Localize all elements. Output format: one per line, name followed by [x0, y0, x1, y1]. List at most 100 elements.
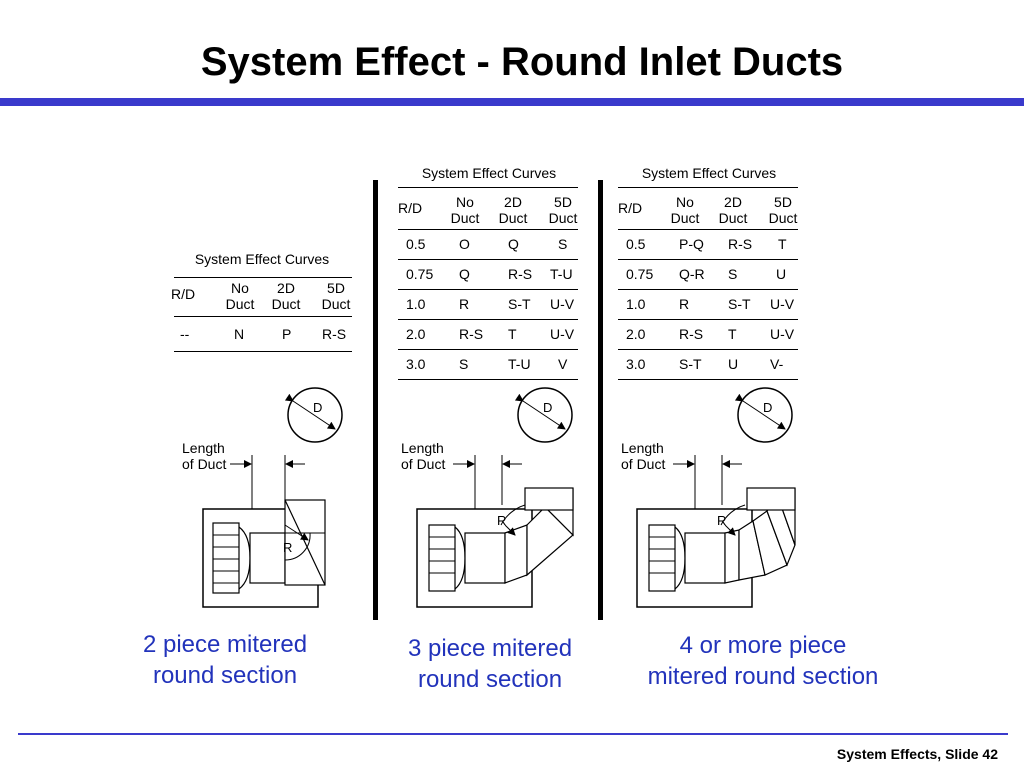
- header-col3-line1: 5D: [554, 194, 572, 210]
- length-label: Length: [621, 440, 664, 456]
- table-cell: U-V: [550, 326, 575, 342]
- table-cell: S-T: [679, 356, 702, 372]
- table-cell: N: [234, 326, 245, 342]
- caption-3-piece: 3 piece mitered round section: [375, 633, 605, 695]
- duct-diagram-4-piece: D Length of Duct R: [621, 387, 796, 608]
- header-rd: R/D: [171, 286, 196, 302]
- table-cell: 1.0: [406, 296, 426, 312]
- table-cell: T: [778, 236, 787, 252]
- diameter-label: D: [313, 400, 322, 415]
- diameter-symbol: D: [734, 387, 793, 443]
- table-cell: 1.0: [626, 296, 646, 312]
- table-cell: S-T: [508, 296, 531, 312]
- header-col1: No Duct: [220, 280, 260, 312]
- table-cell: 2.0: [406, 326, 426, 342]
- table-left: System Effect Curves R/D No Duct 2D Duct…: [170, 250, 360, 360]
- separator-line: [598, 180, 603, 620]
- length-label: of Duct: [621, 456, 665, 472]
- header-col2-line2: Duct: [718, 210, 748, 226]
- radius-label: R: [717, 513, 726, 528]
- table-rule: [398, 229, 578, 230]
- diameter-symbol: D: [284, 387, 343, 443]
- table-rule: [618, 289, 798, 290]
- table-cell: R-S: [508, 266, 533, 282]
- duct-diagram-2-piece: D Length of Duct R: [182, 387, 343, 608]
- length-label: Length: [182, 440, 225, 456]
- table-cell: 3.0: [406, 356, 426, 372]
- table-cell: P: [282, 326, 292, 342]
- header-col2-line2: Duct: [498, 210, 528, 226]
- table-cell: V-: [770, 356, 784, 372]
- table-cell: 3.0: [626, 356, 646, 372]
- table-rule: [618, 229, 798, 230]
- table-cell: R: [459, 296, 470, 312]
- caption-4-piece: 4 or more piece mitered round section: [628, 630, 898, 692]
- table-cell: R-S: [679, 326, 704, 342]
- table-rule: [398, 349, 578, 350]
- length-label: of Duct: [401, 456, 445, 472]
- table-cell: R: [679, 296, 690, 312]
- table-cell: R-S: [728, 236, 753, 252]
- header-col3: 5D Duct: [543, 194, 583, 226]
- length-label: of Duct: [182, 456, 226, 472]
- table-cell: V: [558, 356, 568, 372]
- table-cell: U-V: [550, 296, 575, 312]
- header-col1-line1: No: [456, 194, 474, 210]
- header-col3: 5D Duct: [763, 194, 803, 226]
- header-col3-line1: 5D: [774, 194, 792, 210]
- header-col2: 2D Duct: [493, 194, 533, 226]
- table-rule: [398, 259, 578, 260]
- table-cell: U: [728, 356, 739, 372]
- table-cell: Q-R: [679, 266, 705, 282]
- radius-label: R: [497, 513, 506, 528]
- header-col1-line2: Duct: [450, 210, 480, 226]
- table-caption: System Effect Curves: [421, 165, 557, 181]
- header-col1: No Duct: [665, 194, 705, 226]
- table-rule: [618, 349, 798, 350]
- table-rule: [174, 277, 352, 278]
- table-cell: S-T: [728, 296, 751, 312]
- table-rule: [618, 319, 798, 320]
- header-col1-line2: Duct: [225, 296, 255, 312]
- header-col1: No Duct: [445, 194, 485, 226]
- mitered-elbow: R: [717, 487, 796, 584]
- table-cell: U: [776, 266, 787, 282]
- header-col2: 2D Duct: [713, 194, 753, 226]
- caption-line: 4 or more piece: [679, 632, 847, 659]
- caption-line: round section: [152, 662, 298, 689]
- header-col1-line1: No: [676, 194, 694, 210]
- table-cell: 0.75: [626, 266, 654, 282]
- table-cell: Q: [508, 236, 519, 252]
- header-col3-line2: Duct: [321, 296, 351, 312]
- table-rule: [618, 259, 798, 260]
- table-rule: [174, 351, 352, 352]
- radius-label: R: [283, 540, 292, 555]
- title-underline: [0, 98, 1024, 106]
- table-rule: [398, 289, 578, 290]
- table-cell: O: [459, 236, 470, 252]
- header-rd: R/D: [618, 200, 643, 216]
- table-cell: U-V: [770, 326, 795, 342]
- table-cell: R-S: [459, 326, 484, 342]
- table-cell: 0.75: [406, 266, 434, 282]
- table-cell: Q: [459, 266, 470, 282]
- table-rule: [398, 379, 578, 380]
- table-cell: T: [728, 326, 737, 342]
- table-rule: [618, 379, 798, 380]
- table-cell: U-V: [770, 296, 795, 312]
- table-middle: System Effect Curves R/D No Duct 2D Duct…: [395, 164, 585, 384]
- fan-housing: [202, 508, 319, 608]
- header-col2-line1: 2D: [724, 194, 742, 210]
- table-rule: [174, 316, 352, 317]
- footer-rule: [18, 733, 1008, 735]
- slide-footer: System Effects, Slide 42: [836, 746, 998, 762]
- header-col1-line2: Duct: [670, 210, 700, 226]
- table-cell: S: [459, 356, 469, 372]
- duct-diagram-3-piece: D Length of Duct R: [401, 387, 574, 608]
- header-col3-line1: 5D: [327, 280, 345, 296]
- table-cell: --: [180, 326, 190, 342]
- mitered-elbow: R: [283, 499, 326, 586]
- header-col3-line2: Duct: [768, 210, 798, 226]
- header-col2-line1: 2D: [504, 194, 522, 210]
- header-col1-line1: No: [231, 280, 249, 296]
